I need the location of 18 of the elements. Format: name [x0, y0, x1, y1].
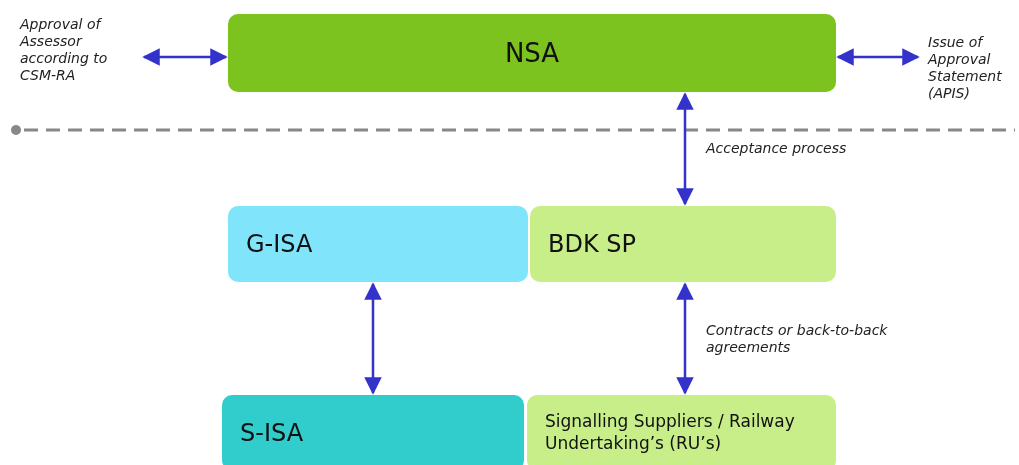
double-arrow — [676, 92, 694, 206]
box-label: NSA — [504, 36, 560, 70]
box-label: S-ISA — [240, 417, 304, 448]
process-box — [527, 395, 836, 465]
double-arrow — [676, 282, 694, 395]
note-text: Approval of Assessor according to CSM-RA — [20, 16, 109, 84]
note-text: Issue of Approval Statement (APIS) — [928, 34, 1003, 102]
box-label: G-ISA — [246, 229, 313, 259]
box-label: BDK SP — [548, 229, 637, 259]
process-box — [530, 206, 836, 282]
box-label: Signalling Suppliers / Railway Undertaking’s (RU’s) — [545, 411, 796, 454]
process-box — [228, 14, 836, 92]
double-arrow — [364, 282, 382, 395]
edge-label: Acceptance process — [706, 140, 847, 157]
double-arrow — [142, 48, 228, 66]
process-box — [222, 395, 524, 465]
double-arrow — [836, 48, 920, 66]
process-box — [228, 206, 528, 282]
